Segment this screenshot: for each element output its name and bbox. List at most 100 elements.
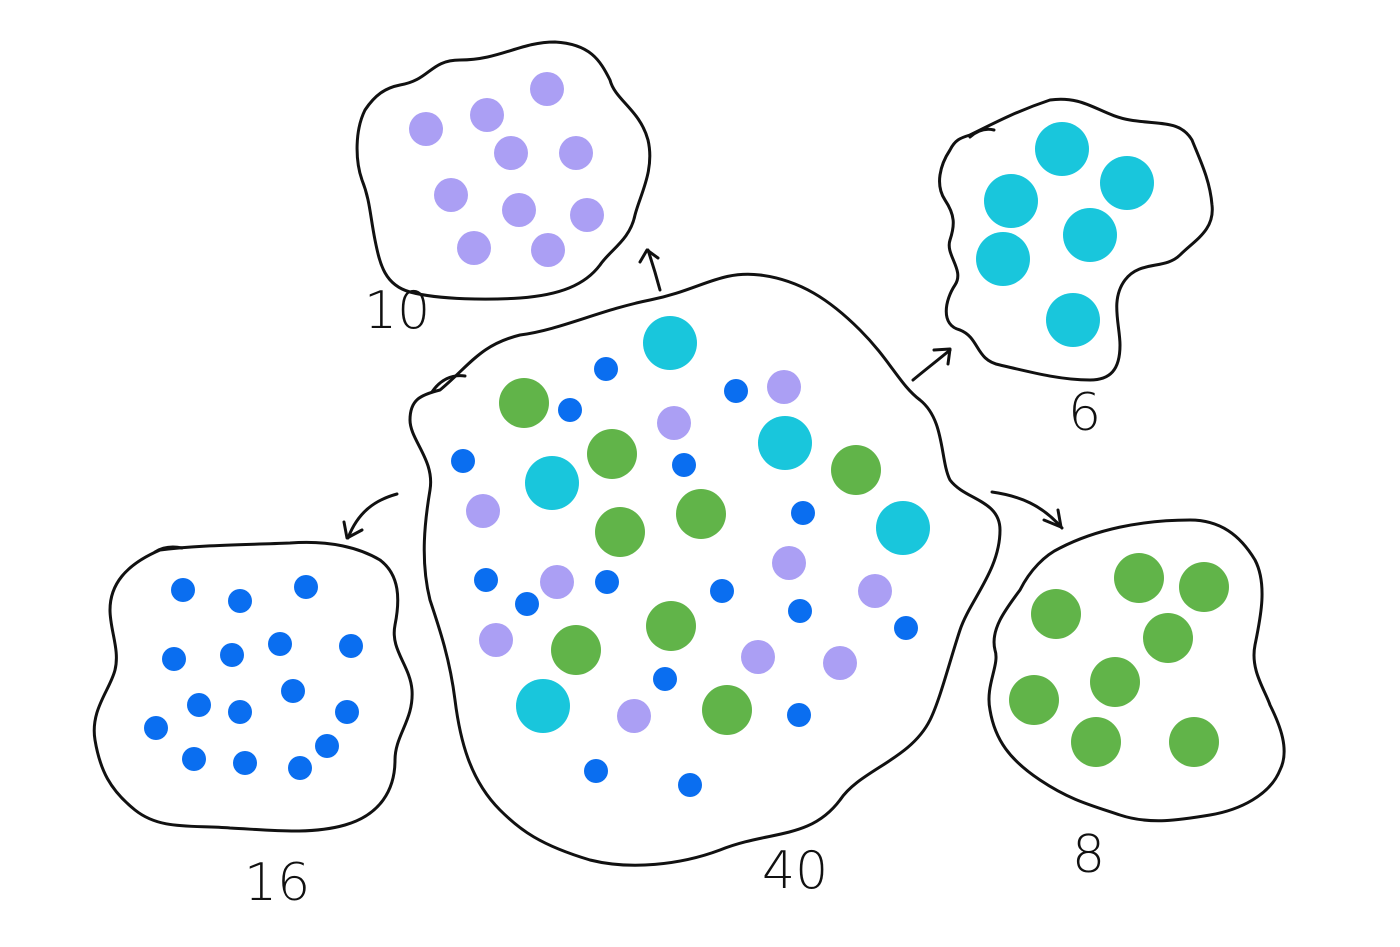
main-cluster-purple-dot — [479, 623, 513, 657]
main-cluster-count: 40 — [762, 841, 828, 901]
main-cluster-green-dot — [587, 429, 637, 479]
purple-cluster-purple-dot — [434, 178, 468, 212]
blue-cluster-start-mark — [153, 545, 184, 554]
cyan-cluster-count: 6 — [1068, 383, 1101, 443]
cyan-cluster-start-mark — [968, 127, 996, 139]
blue-cluster-blue-dot — [288, 756, 312, 780]
purple-cluster-purple-dot — [559, 136, 593, 170]
green-cluster-green-dot — [1179, 562, 1229, 612]
green-cluster-green-dot — [1031, 589, 1081, 639]
blue-cluster-blue-dot — [268, 632, 292, 656]
main-cluster-blue-dot — [594, 357, 618, 381]
main-cluster-purple-dot — [540, 565, 574, 599]
cyan-cluster-cyan-dot — [976, 232, 1030, 286]
arrow-to-purple — [638, 248, 662, 292]
main-cluster-blue-dot — [595, 570, 619, 594]
blue-cluster-blue-dot — [182, 747, 206, 771]
green-cluster-green-dot — [1143, 613, 1193, 663]
main-cluster-cyan-dot — [643, 316, 697, 370]
blue-cluster-blue-dot — [162, 647, 186, 671]
purple-cluster-purple-dot — [530, 72, 564, 106]
main-cluster-blue-dot — [787, 703, 811, 727]
blue-cluster-blue-dot — [335, 700, 359, 724]
main-cluster-blue-dot — [678, 773, 702, 797]
green-cluster-green-dot — [1009, 675, 1059, 725]
main-cluster-purple-dot — [617, 699, 651, 733]
main-cluster-green-dot — [595, 507, 645, 557]
green-cluster-green-dot — [1169, 717, 1219, 767]
arrow-to-cyan — [911, 347, 952, 382]
main-cluster-green-dot — [702, 685, 752, 735]
main-cluster-blue-dot — [584, 759, 608, 783]
main-cluster-purple-dot — [466, 494, 500, 528]
green-cluster-green-dot — [1090, 657, 1140, 707]
main-cluster-purple-dot — [823, 646, 857, 680]
main-cluster-cyan-dot — [758, 416, 812, 470]
main-cluster — [408, 272, 1002, 867]
blue-cluster-blue-dot — [228, 700, 252, 724]
purple-cluster — [355, 40, 652, 301]
purple-cluster-purple-dot — [502, 193, 536, 227]
cyan-cluster-cyan-dot — [1063, 208, 1117, 262]
arrows — [342, 248, 1064, 540]
blue-cluster-blue-dot — [171, 578, 195, 602]
purple-cluster-purple-dot — [494, 136, 528, 170]
main-cluster-blue-dot — [710, 579, 734, 603]
blue-cluster-blue-dot — [281, 679, 305, 703]
cyan-cluster-cyan-dot — [1035, 122, 1089, 176]
purple-cluster-outline — [355, 40, 652, 301]
purple-cluster-count: 10 — [364, 281, 430, 341]
dots-layer — [144, 72, 1229, 797]
main-cluster-green-dot — [676, 489, 726, 539]
green-cluster-green-dot — [1114, 553, 1164, 603]
blue-cluster-blue-dot — [187, 693, 211, 717]
blue-cluster-blue-dot — [294, 575, 318, 599]
main-cluster-cyan-dot — [876, 501, 930, 555]
blue-cluster-blue-dot — [220, 643, 244, 667]
main-cluster-purple-dot — [657, 406, 691, 440]
main-cluster-outline — [408, 272, 1002, 867]
main-cluster-purple-dot — [858, 574, 892, 608]
main-cluster-green-dot — [646, 601, 696, 651]
purple-cluster-purple-dot — [570, 198, 604, 232]
main-cluster-green-dot — [499, 378, 549, 428]
main-cluster-blue-dot — [451, 449, 475, 473]
main-cluster-purple-dot — [767, 370, 801, 404]
purple-cluster-purple-dot — [470, 98, 504, 132]
blue-cluster — [92, 540, 414, 833]
main-cluster-cyan-dot — [516, 679, 570, 733]
blue-cluster-blue-dot — [315, 734, 339, 758]
cyan-cluster-cyan-dot — [1100, 156, 1154, 210]
main-cluster-start-mark — [430, 374, 467, 394]
cyan-cluster-cyan-dot — [984, 174, 1038, 228]
main-cluster-blue-dot — [653, 667, 677, 691]
main-cluster-green-dot — [551, 625, 601, 675]
blue-cluster-blue-dot — [339, 634, 363, 658]
green-cluster-count: 8 — [1072, 825, 1105, 885]
main-cluster-blue-dot — [515, 592, 539, 616]
main-cluster-purple-dot — [741, 640, 775, 674]
main-cluster-blue-dot — [724, 379, 748, 403]
purple-cluster-purple-dot — [409, 112, 443, 146]
main-cluster-blue-dot — [894, 616, 918, 640]
main-cluster-blue-dot — [474, 568, 498, 592]
main-cluster-blue-dot — [672, 453, 696, 477]
cyan-cluster-cyan-dot — [1046, 293, 1100, 347]
blue-cluster-blue-dot — [233, 751, 257, 775]
main-cluster-purple-dot — [772, 546, 806, 580]
purple-cluster-purple-dot — [531, 233, 565, 267]
blue-cluster-outline — [92, 540, 414, 833]
purple-cluster-purple-dot — [457, 231, 491, 265]
arrow-to-green — [990, 490, 1064, 530]
main-cluster-blue-dot — [788, 599, 812, 623]
main-cluster-blue-dot — [558, 398, 582, 422]
blue-cluster-blue-dot — [144, 716, 168, 740]
main-cluster-cyan-dot — [525, 456, 579, 510]
main-cluster-blue-dot — [791, 501, 815, 525]
blue-cluster-blue-dot — [228, 589, 252, 613]
arrow-to-blue — [342, 492, 399, 540]
main-cluster-green-dot — [831, 445, 881, 495]
blue-cluster-count: 16 — [244, 853, 310, 913]
